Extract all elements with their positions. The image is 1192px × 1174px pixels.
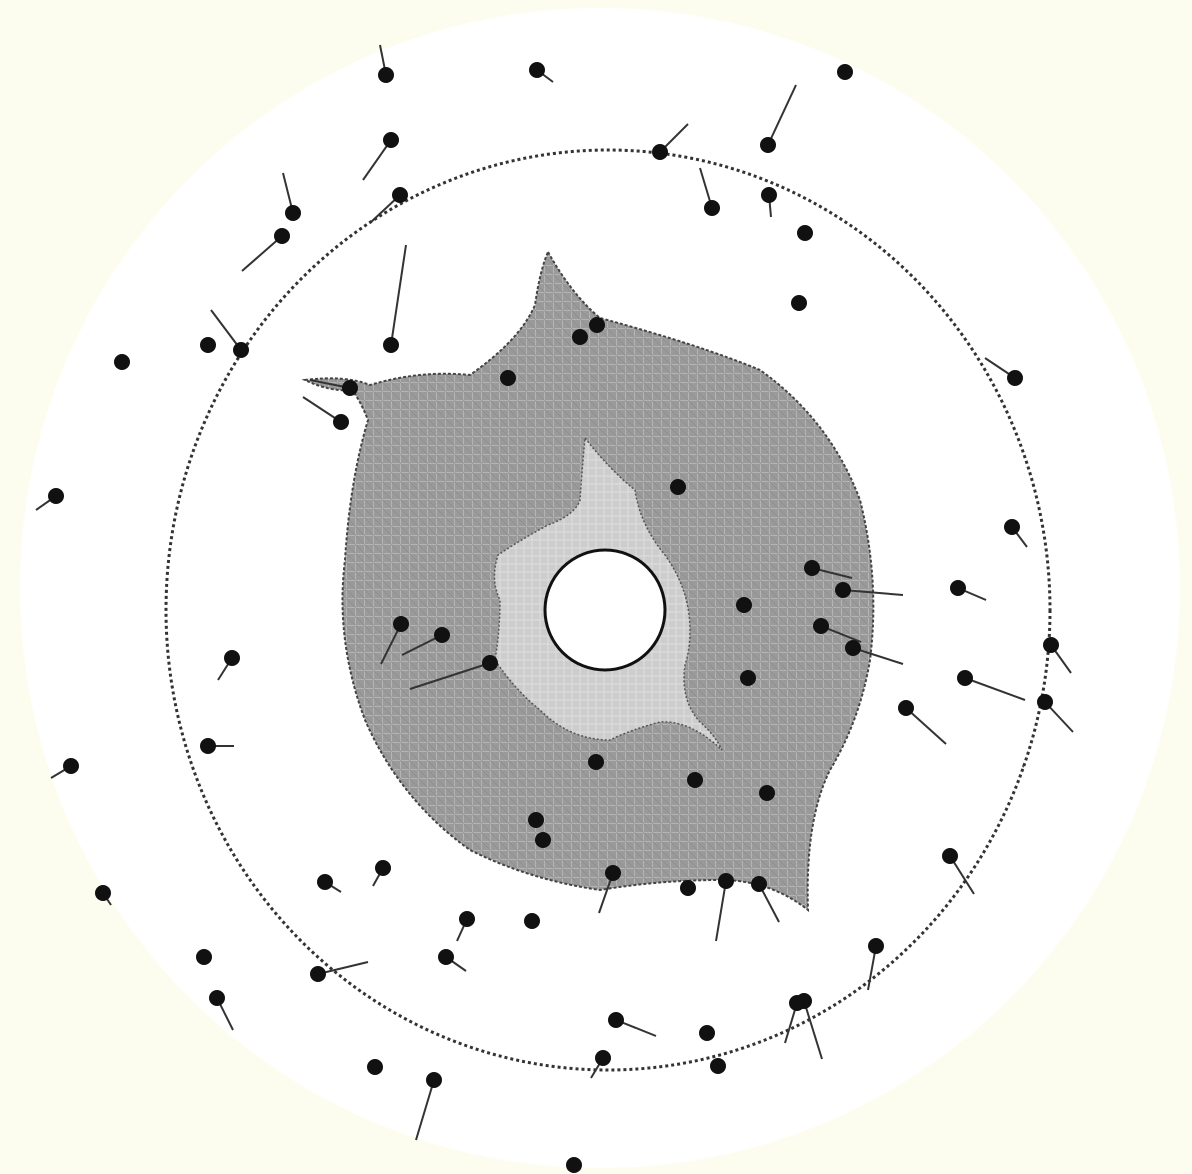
particle-dot <box>342 380 358 396</box>
particle-dot <box>383 132 399 148</box>
particle-dot <box>95 885 111 901</box>
particle-dot <box>740 670 756 686</box>
particle-dot <box>528 812 544 828</box>
particle-dot <box>317 874 333 890</box>
particle-dot <box>950 580 966 596</box>
particle-dot <box>680 880 696 896</box>
particle-dot <box>595 1050 611 1066</box>
particle-dot <box>751 876 767 892</box>
particle-dot <box>572 329 588 345</box>
particle-dot <box>760 137 776 153</box>
particle-dot <box>687 772 703 788</box>
particle-dot <box>529 62 545 78</box>
particle-dot <box>434 627 450 643</box>
particle-dot <box>274 228 290 244</box>
particle-dot <box>378 67 394 83</box>
particle-dot <box>233 342 249 358</box>
particle-dot <box>608 1012 624 1028</box>
particle-dot <box>1043 637 1059 653</box>
particle-dot <box>804 560 820 576</box>
particle-dot <box>761 187 777 203</box>
particle-dot <box>789 995 805 1011</box>
particle-dot <box>710 1058 726 1074</box>
particle-dot <box>459 911 475 927</box>
particle-dot <box>438 949 454 965</box>
particle-dot <box>759 785 775 801</box>
particle-dot <box>813 618 829 634</box>
particle-dot <box>704 200 720 216</box>
particle-dot <box>605 865 621 881</box>
particle-dot <box>652 144 668 160</box>
particle-dot <box>845 640 861 656</box>
particle-dot <box>524 913 540 929</box>
particle-dot <box>588 754 604 770</box>
particle-dot <box>957 670 973 686</box>
particle-dot <box>589 317 605 333</box>
particle-dot <box>566 1157 582 1173</box>
particle-dot <box>535 832 551 848</box>
particle-dot <box>393 616 409 632</box>
particle-dot <box>868 938 884 954</box>
particle-dot <box>200 337 216 353</box>
particle-dot <box>736 597 752 613</box>
particle-dot <box>333 414 349 430</box>
particle-dot <box>699 1025 715 1041</box>
particle-dot <box>375 860 391 876</box>
particle-dot <box>670 479 686 495</box>
particle-dot <box>367 1059 383 1075</box>
particle-dot <box>48 488 64 504</box>
particle-dot <box>426 1072 442 1088</box>
particle-dot <box>942 848 958 864</box>
particle-dot <box>1007 370 1023 386</box>
particle-dot <box>209 990 225 1006</box>
particle-dot <box>898 700 914 716</box>
particle-dot <box>837 64 853 80</box>
particle-dot <box>500 370 516 386</box>
particle-dot <box>196 949 212 965</box>
particle-dot <box>1037 694 1053 710</box>
particle-dot <box>718 873 734 889</box>
particle-dot <box>285 205 301 221</box>
particle-dot <box>114 354 130 370</box>
particle-dot <box>797 225 813 241</box>
particle-dot <box>224 650 240 666</box>
particle-dot <box>310 966 326 982</box>
particle-dot <box>791 295 807 311</box>
particle-dot <box>835 582 851 598</box>
central-core <box>545 550 665 670</box>
particle-dot <box>392 187 408 203</box>
particle-dot <box>1004 519 1020 535</box>
particle-dot <box>482 655 498 671</box>
particle-dot <box>63 758 79 774</box>
particle-dot <box>200 738 216 754</box>
particle-dot <box>383 337 399 353</box>
